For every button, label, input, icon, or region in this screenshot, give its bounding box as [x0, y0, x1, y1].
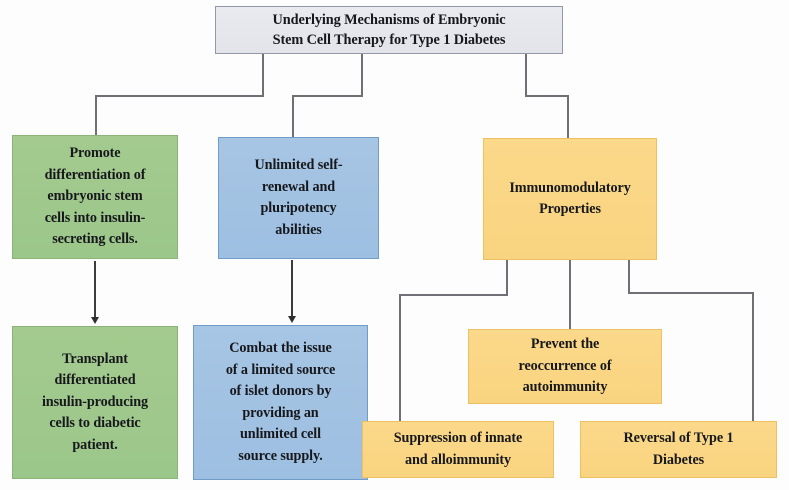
connector-immuno-to-reversal-drop — [628, 260, 630, 294]
node-promote-differentiation-label: Promote differentiation of embryonic ste… — [44, 145, 146, 248]
connector-title-to-differentiation-descend — [95, 95, 97, 135]
node-promote-differentiation: Promote differentiation of embryonic ste… — [12, 135, 178, 259]
connector-title-to-self-renewal-drop — [361, 54, 363, 96]
node-transplant-differentiated-cells-label: Transplant differentiated insulin-produc… — [41, 350, 149, 453]
node-reversal-type-1-diabetes: Reversal of Type 1 Diabetes — [580, 421, 777, 478]
node-prevent-reoccurrence-autoimmunity: Prevent the reoccurrence of autoimmunity — [468, 329, 662, 404]
connector-immuno-to-suppression-span — [399, 294, 508, 296]
node-combat-limited-source: Combat the issue of a limited source of … — [193, 325, 368, 480]
connector-immuno-to-suppression-drop — [506, 260, 508, 296]
connector-title-to-self-renewal-span — [292, 95, 363, 97]
arrow-promote-to-transplant-head — [90, 317, 99, 324]
connector-immuno-to-reversal-descend — [752, 292, 754, 422]
node-immunomodulatory-properties-label: Immunomodulatory Properties — [509, 179, 631, 218]
node-suppression-innate-alloimmunity: Suppression of innate and alloimmunity — [362, 421, 554, 478]
connector-title-to-differentiation-drop — [262, 54, 264, 96]
node-title-label: Underlying Mechanisms of Embryonic Stem … — [272, 12, 506, 48]
node-unlimited-self-renewal: Unlimited self- renewal and pluripotency… — [218, 137, 379, 259]
node-prevent-reoccurrence-autoimmunity-label: Prevent the reoccurrence of autoimmunity — [518, 336, 612, 396]
node-combat-limited-source-label: Combat the issue of a limited source of … — [225, 340, 336, 464]
connector-title-to-immunomodulatory-descend — [567, 95, 569, 138]
connector-title-to-differentiation-span — [95, 95, 264, 97]
connector-immuno-to-reversal-span — [628, 292, 754, 294]
node-reversal-type-1-diabetes-label: Reversal of Type 1 Diabetes — [623, 430, 734, 468]
connector-title-to-immunomodulatory-drop — [525, 54, 527, 96]
node-unlimited-self-renewal-label: Unlimited self- renewal and pluripotency… — [254, 157, 343, 238]
arrow-promote-to-transplant-shaft — [94, 261, 96, 319]
node-transplant-differentiated-cells: Transplant differentiated insulin-produc… — [12, 326, 178, 479]
node-suppression-innate-alloimmunity-label: Suppression of innate and alloimmunity — [393, 430, 523, 468]
connector-title-to-immunomodulatory-span — [525, 95, 569, 97]
arrow-self-renewal-to-combat-shaft — [291, 260, 293, 318]
connector-immuno-to-suppression-descend — [399, 294, 401, 422]
node-title: Underlying Mechanisms of Embryonic Stem … — [215, 6, 563, 54]
arrow-self-renewal-to-combat-head — [287, 316, 296, 323]
connector-title-to-self-renewal-descend — [292, 95, 294, 137]
connector-immuno-to-prevent — [569, 260, 571, 329]
node-immunomodulatory-properties: Immunomodulatory Properties — [483, 138, 657, 260]
